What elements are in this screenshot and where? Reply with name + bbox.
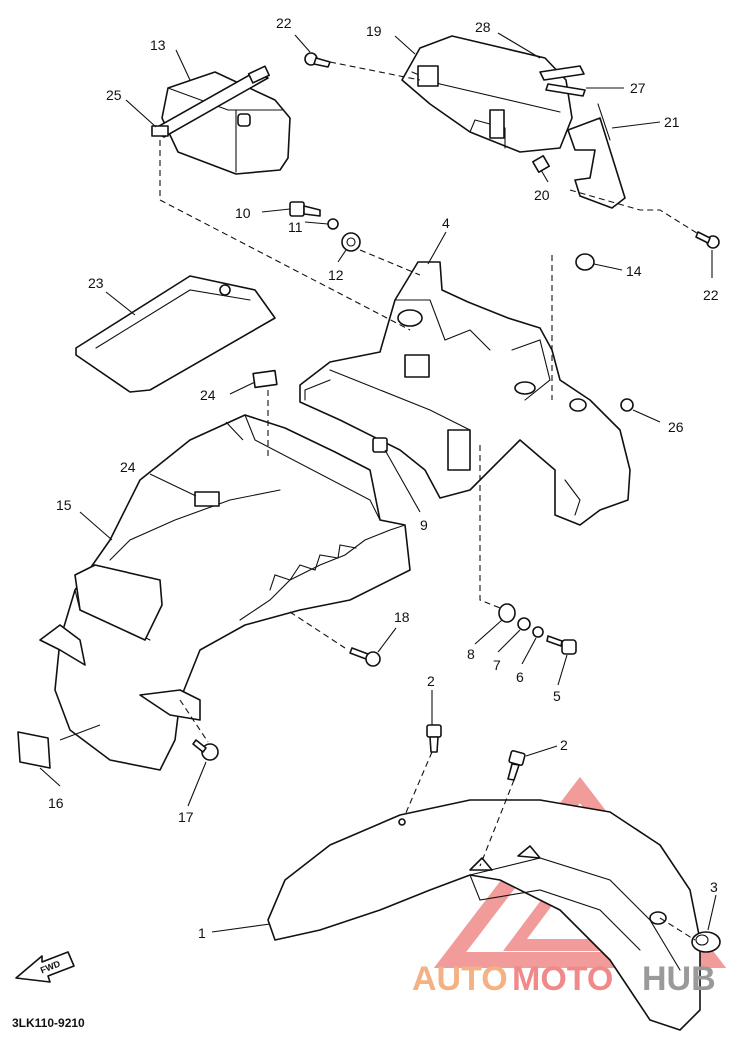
part-5-bolt [546, 635, 577, 655]
callout-24-top: 24 [200, 387, 216, 403]
callout-5: 5 [553, 688, 561, 704]
watermark-text: AUTO MOTO HUB [412, 960, 716, 998]
part-6-washer [532, 626, 544, 638]
callout-11: 11 [288, 219, 303, 235]
callout-16: 16 [48, 795, 64, 811]
callout-9: 9 [420, 517, 428, 533]
callout-15: 15 [56, 497, 72, 513]
callout-27: 27 [630, 80, 646, 96]
diagram-code: 3LK110-9210 [12, 1016, 85, 1030]
callout-7: 7 [493, 657, 501, 673]
callout-6: 6 [516, 669, 524, 685]
part-27-strip [545, 83, 586, 97]
part-13-box [161, 71, 291, 175]
part-12-collar [341, 232, 361, 252]
callout-26: 26 [668, 419, 684, 435]
part-22-bolt-right [695, 231, 720, 249]
leader-lines [39, 32, 717, 933]
watermark-text-hub: HUB [642, 960, 716, 998]
part-16-reflector [17, 731, 51, 769]
part-15-rear-fender [39, 414, 411, 771]
callout-4: 4 [442, 215, 450, 231]
watermark-text-auto: AUTO [412, 960, 508, 998]
callout-20: 20 [534, 187, 550, 203]
callout-14: 14 [626, 263, 642, 279]
part-22-bolt-top [304, 52, 331, 68]
dashed-assembly-lines [159, 61, 701, 941]
callout-labels: 1 2 2 3 4 5 6 7 8 9 10 11 12 13 14 15 16… [48, 15, 719, 941]
part-2-bolt-right [507, 750, 526, 781]
callout-25: 25 [106, 87, 122, 103]
part-1-front-fender [267, 799, 701, 1031]
callout-10: 10 [235, 205, 251, 221]
part-9-tab [372, 437, 388, 453]
callout-8: 8 [467, 646, 475, 662]
callout-2-left: 2 [427, 673, 435, 689]
part-20-clip [532, 155, 550, 173]
callout-28: 28 [475, 19, 491, 35]
part-26-nut [620, 398, 634, 412]
callout-3: 3 [710, 879, 718, 895]
part-18-bolt [349, 647, 381, 667]
callout-2-right: 2 [560, 737, 568, 753]
callout-24-fender: 24 [120, 459, 136, 475]
part-10-bolt [289, 201, 321, 217]
callout-21: 21 [664, 114, 680, 130]
part-2-bolt-left [426, 724, 442, 753]
part-4-frame [299, 261, 631, 526]
callout-18: 18 [394, 609, 410, 625]
callout-23: 23 [88, 275, 104, 291]
callout-22-top: 22 [276, 15, 292, 31]
part-17-bolt [192, 739, 219, 761]
part-23-plate [75, 275, 276, 393]
callout-22-right: 22 [703, 287, 719, 303]
part-8-collar [498, 603, 516, 623]
watermark-text-moto: MOTO [512, 960, 613, 998]
part-3-grommet [691, 931, 721, 953]
part-14-grommet [575, 253, 595, 271]
part-24-clip-top [252, 369, 278, 389]
part-11-washer [327, 218, 339, 230]
fwd-arrow: FWD [15, 951, 75, 983]
part-21-bracket [567, 103, 626, 209]
part-28-pad [539, 65, 585, 81]
part-19-cover [401, 35, 573, 153]
callout-12: 12 [328, 267, 344, 283]
callout-13: 13 [150, 37, 166, 53]
part-25-strap [151, 65, 270, 138]
callout-17: 17 [178, 809, 194, 825]
callout-19: 19 [366, 23, 382, 39]
callout-1: 1 [198, 925, 206, 941]
part-7-washer [517, 617, 531, 631]
